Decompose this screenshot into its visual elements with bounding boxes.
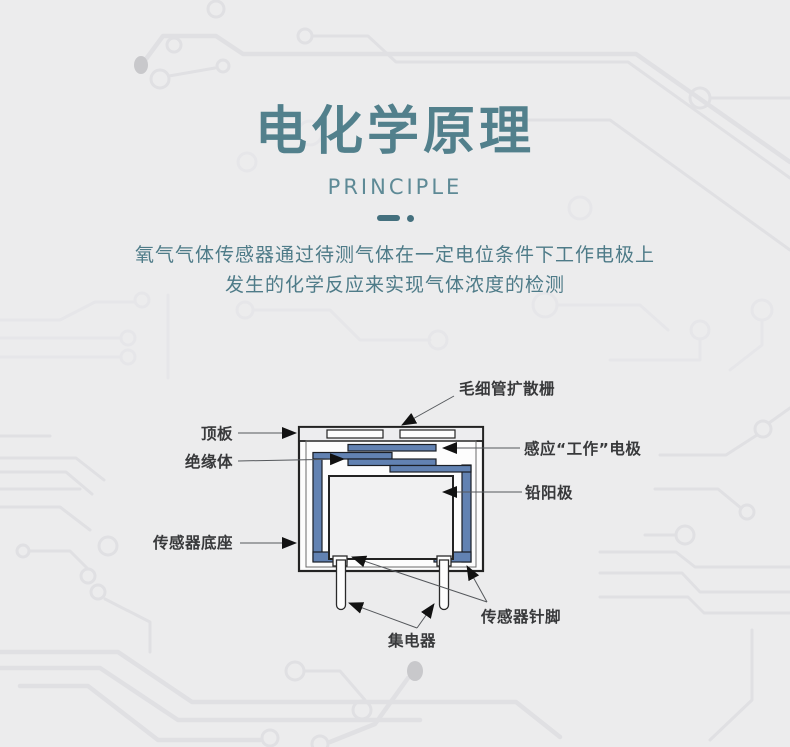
circuit-traces-thin [149, 0, 790, 457]
description-line-1: 氧气气体传感器通过待测气体在一定电位条件下工作电极上 [134, 244, 655, 266]
circuit-solder-dots [134, 56, 423, 681]
circuit-traces-left [0, 434, 152, 654]
divider-dot-icon [406, 214, 414, 222]
label-lead-anode: 铅阳极 [525, 484, 574, 502]
label-insulator: 绝缘体 [184, 453, 233, 471]
inner-wall [305, 440, 477, 568]
lead-anode-block [328, 475, 454, 560]
title-divider [0, 214, 790, 222]
diffusion-slot-right [399, 429, 456, 439]
label-sensor-pins: 传感器针脚 [481, 608, 562, 626]
circuit-traces-midband [0, 119, 774, 380]
electrode-plates [312, 443, 472, 473]
sensor-pins-group [332, 555, 452, 611]
description-line-2: 发生的化学反应来实现气体浓度的检测 [224, 274, 565, 296]
divider-dash-icon [376, 215, 400, 221]
page-title: 电化学原理 [254, 102, 535, 162]
label-sensor-base: 传感器底座 [152, 534, 233, 552]
leader-lines [237, 395, 522, 629]
page-subtitle: PRINCIPLE [327, 175, 463, 199]
diffusion-slot-left [326, 429, 384, 439]
description: 氧气气体传感器通过待测气体在一定电位条件下工作电极上 发生的化学反应来实现气体浓… [0, 240, 790, 300]
circuit-traces-bottom-right [260, 487, 790, 747]
circuit-traces-top [143, 33, 790, 745]
circuit-traces-bottom [0, 649, 563, 743]
label-collector: 集电器 [388, 632, 437, 650]
label-top-plate: 顶板 [200, 425, 233, 443]
label-capillary-diffusion-grid: 毛细管扩散栅 [459, 380, 556, 398]
label-working-electrode: 感应“工作”电极 [524, 440, 642, 458]
